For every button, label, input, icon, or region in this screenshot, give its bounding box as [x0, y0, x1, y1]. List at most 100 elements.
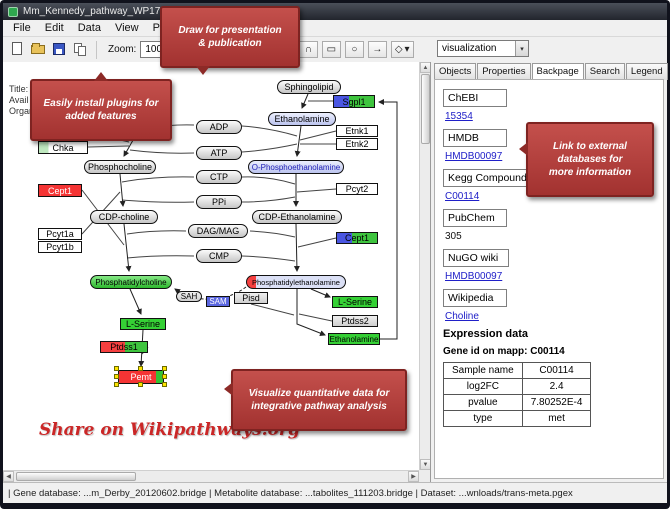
pathway-node-pcyt1a[interactable]: Pcyt1a: [38, 228, 82, 240]
copy-icon[interactable]: [72, 41, 89, 58]
vertical-scrollbar[interactable]: ▲ ▼: [419, 62, 431, 470]
arc-tool[interactable]: ∩: [298, 41, 318, 58]
menu-item-data[interactable]: Data: [77, 22, 101, 34]
selection-handle[interactable]: [138, 366, 143, 371]
open-folder-icon[interactable]: [30, 41, 47, 58]
pathway-node-phosphocholine[interactable]: Phosphocholine: [84, 160, 156, 174]
pathway-node-sphingolipid[interactable]: Sphingolipid: [277, 80, 341, 94]
selection-handle[interactable]: [162, 366, 167, 371]
table-cell: log2FC: [443, 378, 523, 395]
horizontal-scrollbar[interactable]: ◀ ▶: [3, 470, 419, 482]
pathway-node-ptdss2[interactable]: Ptdss2: [332, 315, 378, 327]
horizontal-scroll-thumb[interactable]: [16, 472, 136, 481]
selection-handle[interactable]: [114, 382, 119, 387]
scroll-right-icon[interactable]: ▶: [408, 471, 419, 482]
callout-install-plugins: Easily install plugins for added feature…: [30, 72, 172, 141]
pathway-node-ethanolamine-top[interactable]: Ethanolamine: [268, 112, 336, 126]
selection-handle[interactable]: [114, 366, 119, 371]
selection-handle[interactable]: [162, 374, 167, 379]
hmdb-link[interactable]: HMDB00097: [445, 151, 503, 162]
toolbar-separator: [96, 40, 97, 59]
visualization-value: visualization: [442, 43, 497, 54]
menu-item-file[interactable]: File: [13, 22, 31, 34]
section-heading-pubchem: PubChem: [443, 209, 507, 227]
nugo-link[interactable]: HMDB00097: [445, 271, 503, 282]
callout-visualize-data: Visualize quantitative data for integrat…: [224, 369, 407, 431]
selection-handle[interactable]: [162, 382, 167, 387]
pathway-node-cmp[interactable]: CMP: [196, 249, 242, 263]
pathway-node-sgpl1[interactable]: Sgpl1: [333, 95, 375, 108]
side-panel: Objects Properties Backpage Search Legen…: [430, 62, 668, 482]
pathway-node-dag-mag[interactable]: DAG/MAG: [188, 224, 248, 238]
save-icon[interactable]: [51, 41, 68, 58]
callout-draw-presentation: Draw for presentation & publication: [160, 6, 300, 75]
pathway-node-chka[interactable]: Chka: [38, 141, 88, 154]
pathway-node-ethanolamine-bottom[interactable]: Ethanolamine: [328, 333, 380, 345]
section-heading-nugo: NuGO wiki: [443, 249, 510, 267]
pathway-node-l-serine-right[interactable]: L-Serine: [332, 296, 378, 308]
pathway-node-phosphatidylcholine[interactable]: Phosphatidylcholine: [90, 275, 172, 289]
pathway-node-o-phosphoethanolamine[interactable]: O-Phosphoethanolamine: [248, 160, 344, 174]
pathway-node-etnk2[interactable]: Etnk2: [336, 138, 378, 150]
new-file-icon[interactable]: [9, 41, 26, 58]
table-cell: type: [443, 410, 523, 427]
toolbar: Zoom: 100% ▾ T Label ▾ / ∩ ▭ ○ → ◇ ▾ vis…: [3, 37, 667, 62]
tab-objects[interactable]: Objects: [434, 63, 477, 80]
pubchem-value: 305: [445, 231, 462, 242]
title-bar[interactable]: Mm_Kennedy_pathway_WP1771_45176.gpml: [3, 3, 667, 20]
callout-text: Easily install plugins for added feature…: [43, 98, 159, 122]
pathway-node-atp[interactable]: ATP: [196, 146, 242, 160]
oval-tool[interactable]: ○: [344, 41, 364, 58]
callout-arrow-left-icon: [224, 382, 233, 396]
pathway-node-pisd[interactable]: Pisd: [234, 292, 268, 304]
wikipedia-link[interactable]: Choline: [445, 311, 479, 322]
selection-handle[interactable]: [114, 374, 119, 379]
pathway-node-l-serine-left[interactable]: L-Serine: [120, 318, 166, 330]
tab-legend[interactable]: Legend: [625, 63, 668, 80]
table-row: pvalue 7.80252E-4: [443, 394, 592, 411]
menu-item-view[interactable]: View: [114, 22, 139, 34]
pathway-node-sah[interactable]: SAH: [176, 291, 202, 302]
scroll-left-icon[interactable]: ◀: [3, 471, 14, 482]
pathway-node-ppi[interactable]: PPi: [196, 195, 242, 209]
menu-item-edit[interactable]: Edit: [44, 22, 64, 34]
vertical-scroll-thumb[interactable]: [421, 74, 430, 144]
section-heading-hmdb: HMDB: [443, 129, 507, 147]
tab-properties[interactable]: Properties: [477, 63, 531, 80]
tab-backpage[interactable]: Backpage: [531, 63, 584, 80]
pathway-node-adp[interactable]: ADP: [196, 120, 242, 134]
pathway-node-cept1-right[interactable]: Cept1: [336, 232, 378, 244]
canvas-info-title: Title:: [9, 84, 29, 94]
canvas-info-availability: Avail: [9, 95, 29, 105]
pathway-node-cdp-choline[interactable]: CDP-choline: [90, 210, 158, 224]
tab-search[interactable]: Search: [584, 63, 625, 80]
shapes-dropdown[interactable]: ◇ ▾: [390, 41, 414, 58]
callout-arrow-down-icon: [196, 66, 210, 75]
chebi-link[interactable]: 15354: [445, 111, 473, 122]
pathway-node-sam[interactable]: SAM: [206, 296, 230, 307]
pathway-node-ptdss1[interactable]: Ptdss1: [100, 341, 148, 353]
rectangle-tool[interactable]: ▭: [321, 41, 341, 58]
callout-text: Link to external databases for more info…: [548, 141, 632, 178]
pathway-node-pcyt1b[interactable]: Pcyt1b: [38, 241, 82, 253]
callout-text: Visualize quantitative data for integrat…: [248, 388, 390, 412]
selection-handle[interactable]: [138, 382, 143, 387]
visualization-dropdown[interactable]: visualization ▾: [437, 40, 529, 57]
kegg-link[interactable]: C00114: [445, 191, 480, 202]
arrow-tool[interactable]: →: [367, 41, 387, 58]
pathway-node-cdp-ethanolamine[interactable]: CDP-Ethanolamine: [252, 210, 342, 224]
menu-bar: File Edit Data View Plugins Help: [3, 20, 667, 37]
table-row: type met: [443, 410, 592, 427]
shapes-icon: ◇: [394, 44, 403, 55]
canvas-info-organism: Organ: [9, 106, 35, 116]
pathway-node-pcyt2[interactable]: Pcyt2: [336, 183, 378, 195]
chevron-down-icon[interactable]: ▾: [515, 41, 528, 56]
status-bar: | Gene database: ...m_Derby_20120602.bri…: [3, 482, 667, 503]
pathway-node-cept1-left[interactable]: Cept1: [38, 184, 82, 197]
pathway-node-phosphatidylethanolamine[interactable]: Phosphatidylethanolamine: [246, 275, 346, 289]
pathway-node-ctp[interactable]: CTP: [196, 170, 242, 184]
pathway-node-etnk1[interactable]: Etnk1: [336, 125, 378, 137]
window-title: Mm_Kennedy_pathway_WP1771_45176.gpml: [23, 6, 230, 17]
callout-arrow-up-icon: [94, 72, 108, 81]
